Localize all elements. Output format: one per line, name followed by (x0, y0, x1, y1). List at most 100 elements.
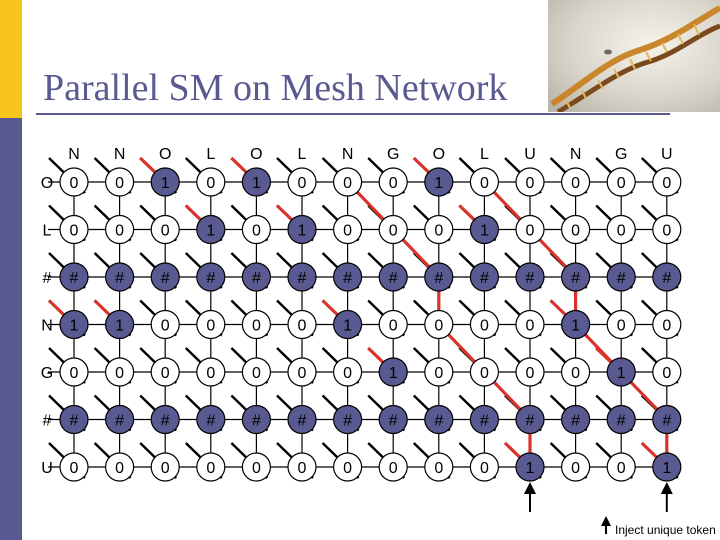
mesh-node (515, 167, 545, 197)
mesh-node-value: 0 (70, 223, 79, 240)
mesh-node (424, 262, 454, 292)
mesh-node (287, 452, 317, 482)
mesh-node-value: 0 (206, 365, 215, 382)
mesh-node-value: 0 (662, 175, 671, 192)
mesh-node-value: # (571, 413, 580, 430)
mesh-node-value: # (662, 270, 671, 287)
mesh-node (287, 167, 317, 197)
mesh-node-value: 0 (298, 175, 307, 192)
row-label: # (43, 413, 52, 430)
mesh-node-value: 0 (252, 318, 261, 335)
mesh-node (515, 452, 545, 482)
mesh-node (150, 262, 180, 292)
mesh-node (287, 357, 317, 387)
mesh-node (515, 309, 545, 340)
mesh-node (241, 262, 271, 292)
mesh-node (652, 167, 682, 197)
mesh-node-value: 1 (252, 175, 261, 192)
mesh-node-value: # (526, 270, 535, 287)
mesh-node-value: # (115, 270, 124, 287)
mesh-node-value: # (389, 270, 398, 287)
mesh-node-value: # (206, 413, 215, 430)
mesh-node (652, 404, 682, 435)
mesh-node-value: # (161, 270, 170, 287)
title-underline (36, 113, 670, 115)
mesh-node (469, 309, 499, 340)
mesh-node-value: # (70, 413, 79, 430)
mesh-node-value: 0 (161, 460, 170, 477)
column-label: U (524, 146, 536, 163)
row-label: N (41, 318, 53, 335)
mesh-node (150, 357, 180, 387)
mesh-node-value: 1 (343, 318, 352, 335)
mesh-node (287, 214, 317, 245)
mesh-node-value: 0 (434, 318, 443, 335)
mesh-node (333, 357, 363, 387)
mesh-node (241, 404, 271, 435)
mesh-node (287, 262, 317, 292)
mesh-node-value: 0 (617, 175, 626, 192)
mesh-node-value: 1 (571, 318, 580, 335)
mesh-node (59, 452, 89, 482)
mesh-node-value: 0 (480, 318, 489, 335)
mesh-node-value: 1 (298, 223, 307, 240)
inject-token-caption: Inject unique token (615, 523, 716, 537)
mesh-node (378, 309, 408, 340)
mesh-node (560, 452, 591, 482)
mesh-node-value: 0 (115, 365, 124, 382)
mesh-node (59, 404, 89, 435)
mesh-node-value: 0 (434, 223, 443, 240)
mesh-node (469, 404, 499, 435)
mesh-node (287, 404, 317, 435)
mesh-node-value: 0 (252, 365, 261, 382)
column-label: L (298, 146, 307, 163)
mesh-node-value: 1 (526, 460, 535, 477)
mesh-node-value: 0 (526, 175, 535, 192)
mesh-node (652, 262, 682, 292)
mesh-node-value: 0 (434, 365, 443, 382)
mesh-node-value: # (480, 413, 489, 430)
column-label: G (615, 146, 627, 163)
mesh-node (241, 167, 271, 197)
mesh-node-value: 0 (343, 460, 352, 477)
mesh-node (150, 214, 180, 245)
mesh-node (469, 452, 499, 482)
mesh-node (652, 309, 682, 340)
mesh-node-value: # (298, 270, 307, 287)
mesh-node-value: 0 (252, 460, 261, 477)
mesh-node (196, 452, 226, 482)
mesh-node-value: # (434, 413, 443, 430)
mesh-node (378, 262, 408, 292)
mesh-node-value: 0 (298, 365, 307, 382)
mesh-node (333, 309, 363, 340)
mesh-node-value: # (571, 270, 580, 287)
mesh-node (469, 262, 499, 292)
mesh-node-value: 0 (480, 175, 489, 192)
mesh-node (378, 357, 408, 387)
mesh-node (150, 404, 180, 435)
mesh-node-value: 0 (526, 223, 535, 240)
mesh-node-value: 0 (389, 223, 398, 240)
mesh-node-value: 0 (434, 460, 443, 477)
mesh-node (424, 309, 454, 340)
mesh-node-value: 0 (571, 365, 580, 382)
column-label: L (206, 146, 215, 163)
mesh-node (104, 262, 135, 292)
mesh-node-value: # (115, 413, 124, 430)
mesh-node (606, 452, 636, 482)
row-label: G (41, 365, 53, 382)
mesh-node (333, 167, 363, 197)
mesh-node (196, 167, 226, 197)
slide-title: Parallel SM on Mesh Network (43, 67, 508, 109)
mesh-node (652, 452, 682, 482)
column-label: L (480, 146, 489, 163)
mesh-node-value: 0 (343, 223, 352, 240)
mesh-node-value: # (526, 413, 535, 430)
mesh-node-value: 0 (70, 460, 79, 477)
mesh-node (59, 309, 89, 340)
mesh-node (652, 357, 682, 387)
column-label: U (661, 146, 673, 163)
mesh-node (196, 404, 226, 435)
